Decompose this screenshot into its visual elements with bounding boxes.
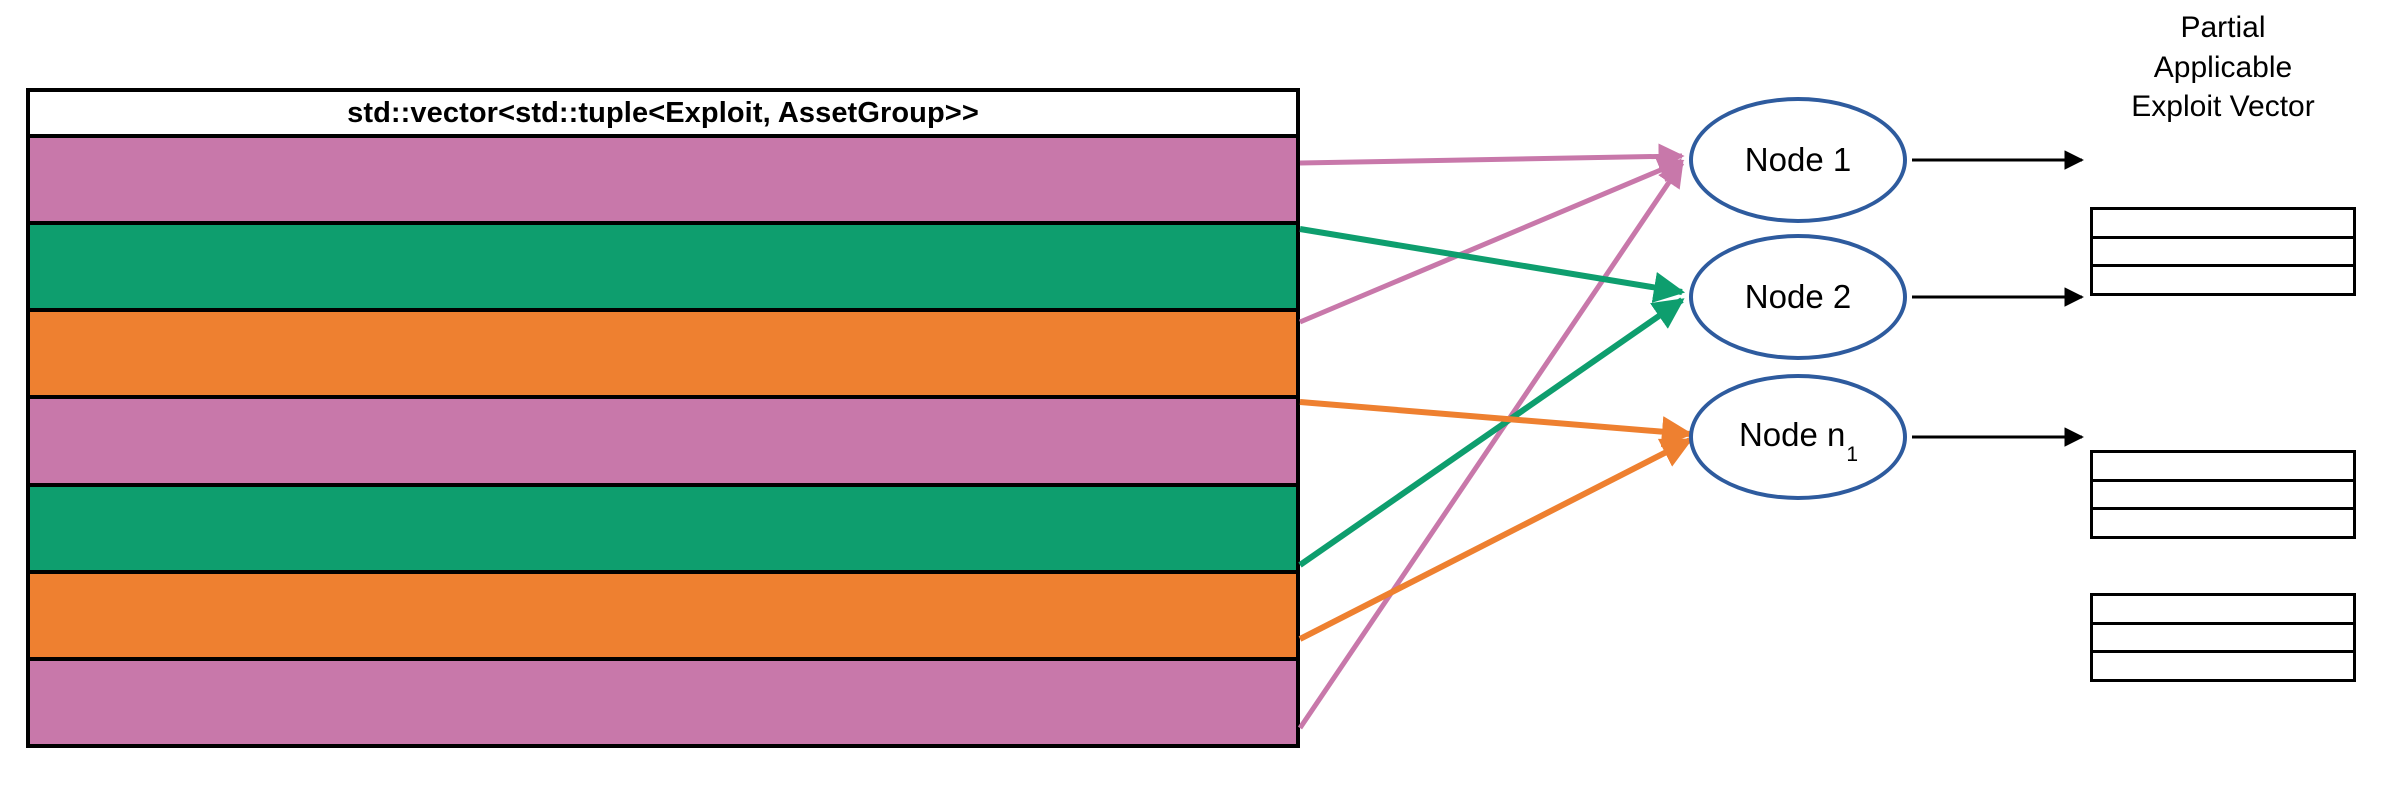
exploit-vector-box-node-1 [2090, 207, 2356, 296]
edge-row1-to-node1 [1299, 143, 1685, 170]
table-row[interactable] [30, 486, 1296, 574]
node-1[interactable]: Node 1 [1689, 97, 1907, 223]
exploit-vector-title-line-1: Partial [2180, 11, 2266, 44]
vector-table-rows [30, 138, 1296, 744]
vector-table: std::vector<std::tuple<Exploit, AssetGro… [26, 88, 1300, 748]
exploit-vector-title-line-2: Applicable [2153, 50, 2293, 84]
exploit-vector-cell[interactable] [2093, 210, 2353, 239]
edge-row2-to-node2 [1299, 226, 1686, 303]
edge-row4-to-node4 [1299, 158, 1685, 325]
table-row[interactable] [30, 225, 1296, 313]
exploit-vector-cell[interactable] [2093, 239, 2353, 268]
node-1-label: Node 1 [1744, 141, 1852, 178]
table-row[interactable] [30, 660, 1296, 744]
exploit-vector-cell[interactable] [2093, 453, 2353, 482]
node-2-label: Node 2 [1744, 278, 1852, 315]
exploit-vector-title: Partial Applicable Exploit Vector [2073, 8, 2373, 127]
exploit-vector-cell[interactable] [2093, 596, 2353, 625]
exploit-vector-box-node-2 [2090, 450, 2356, 539]
exploit-vector-box-node-n1 [2090, 593, 2356, 682]
node-n1-label: Node n1 [1738, 416, 1858, 465]
edge-row5-to-node2 [1298, 297, 1685, 568]
table-row[interactable] [30, 138, 1296, 226]
table-row[interactable] [30, 399, 1296, 487]
exploit-vector-cell[interactable] [2093, 267, 2353, 293]
table-row[interactable] [30, 312, 1296, 400]
node-n1[interactable]: Node n1 [1689, 374, 1907, 500]
node-2[interactable]: Node 2 [1689, 234, 1907, 360]
vector-table-header: std::vector<std::tuple<Exploit, AssetGro… [30, 92, 1296, 138]
exploit-vector-cell[interactable] [2093, 482, 2353, 511]
exploit-vector-cell[interactable] [2093, 625, 2353, 654]
edge-row7-to-node1 [1297, 160, 1685, 730]
node-n1-label-subscript: 1 [1846, 442, 1859, 466]
edge-row3-to-noden1 [1299, 399, 1694, 448]
exploit-vector-title-line-3: Exploit Vector [2131, 90, 2315, 124]
edge-row6-to-noden1 [1298, 437, 1693, 642]
exploit-vector-cell[interactable] [2093, 510, 2353, 536]
table-row[interactable] [30, 573, 1296, 661]
node-n1-label-base: Node n [1738, 416, 1846, 454]
exploit-vector-cell[interactable] [2093, 653, 2353, 679]
